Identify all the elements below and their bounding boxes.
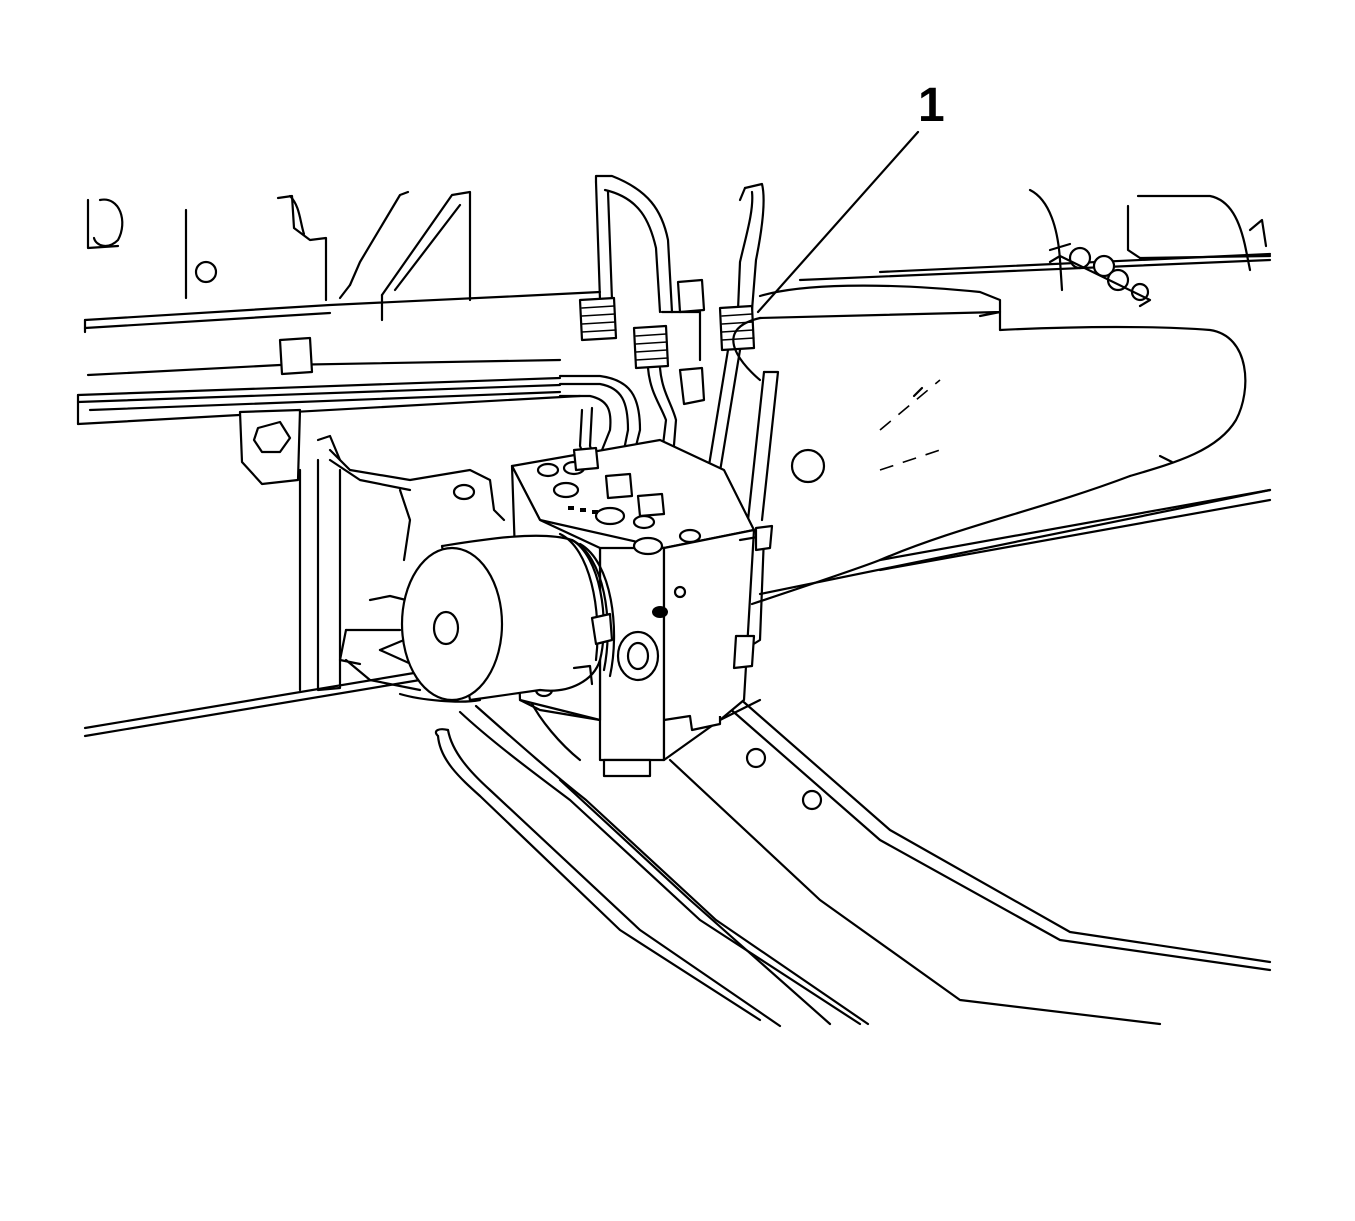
callout-1-label: 1: [918, 79, 945, 132]
upper-rail: [76, 290, 602, 486]
pump-motor: [400, 532, 616, 702]
brake-lines: [558, 174, 780, 522]
callout-1-leader: [756, 130, 920, 314]
right-body-panel: [732, 188, 1272, 606]
lower-frame: [83, 488, 1272, 1028]
rear-bracket: [86, 190, 472, 322]
mounting-bracket: [298, 434, 506, 692]
